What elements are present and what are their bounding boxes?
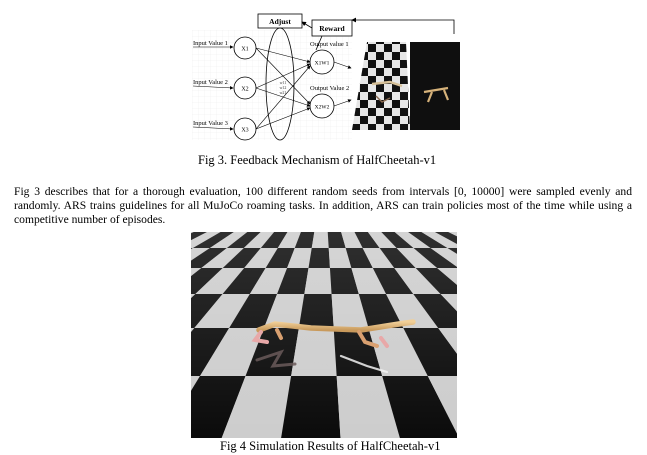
network-connections xyxy=(255,47,311,130)
weights-ellipse xyxy=(265,27,295,141)
output-label-2: Output Value 2 xyxy=(310,85,349,92)
svg-text:w21: w21 xyxy=(280,90,287,95)
cheetah-shadow xyxy=(255,349,389,374)
svg-text:X1: X1 xyxy=(241,47,248,53)
fig3-caption: Fig 3. Feedback Mechanism of HalfCheetah… xyxy=(198,153,437,167)
fig4-simulation-image xyxy=(191,232,457,438)
reward-to-output-line xyxy=(315,35,323,51)
paragraph-text: Fig 3 describes that for a thorough eval… xyxy=(14,185,632,227)
fig3-diagram: Adjust Reward w11 w12 w21 Input Value 1 … xyxy=(192,13,460,141)
input-label-1: Input Value 1 xyxy=(193,40,228,47)
svg-text:X2W2: X2W2 xyxy=(315,105,330,111)
svg-text:X1W1: X1W1 xyxy=(315,61,330,67)
half-cheetah-model xyxy=(251,319,416,348)
fig4-caption: Fig 4 Simulation Results of HalfCheetah-… xyxy=(220,439,441,453)
reward-label: Reward xyxy=(319,24,345,33)
output-label-1: Output value 1 xyxy=(310,41,349,48)
adjust-label: Adjust xyxy=(269,17,291,26)
svg-text:w11: w11 xyxy=(280,80,287,85)
svg-text:w12: w12 xyxy=(280,85,287,90)
svg-text:X2: X2 xyxy=(241,87,248,93)
feedback-arrow xyxy=(351,17,455,34)
input-label-3: Input Value 3 xyxy=(193,120,228,127)
reward-to-adjust-arrow xyxy=(301,21,313,29)
grid-background xyxy=(192,30,352,140)
input-label-2: Input Value 2 xyxy=(193,79,228,86)
reward-box xyxy=(311,19,353,37)
body-paragraph: Fig 3 describes that for a thorough eval… xyxy=(14,185,632,228)
fig3-simulation-panel xyxy=(352,42,460,130)
svg-text:X3: X3 xyxy=(241,128,248,134)
